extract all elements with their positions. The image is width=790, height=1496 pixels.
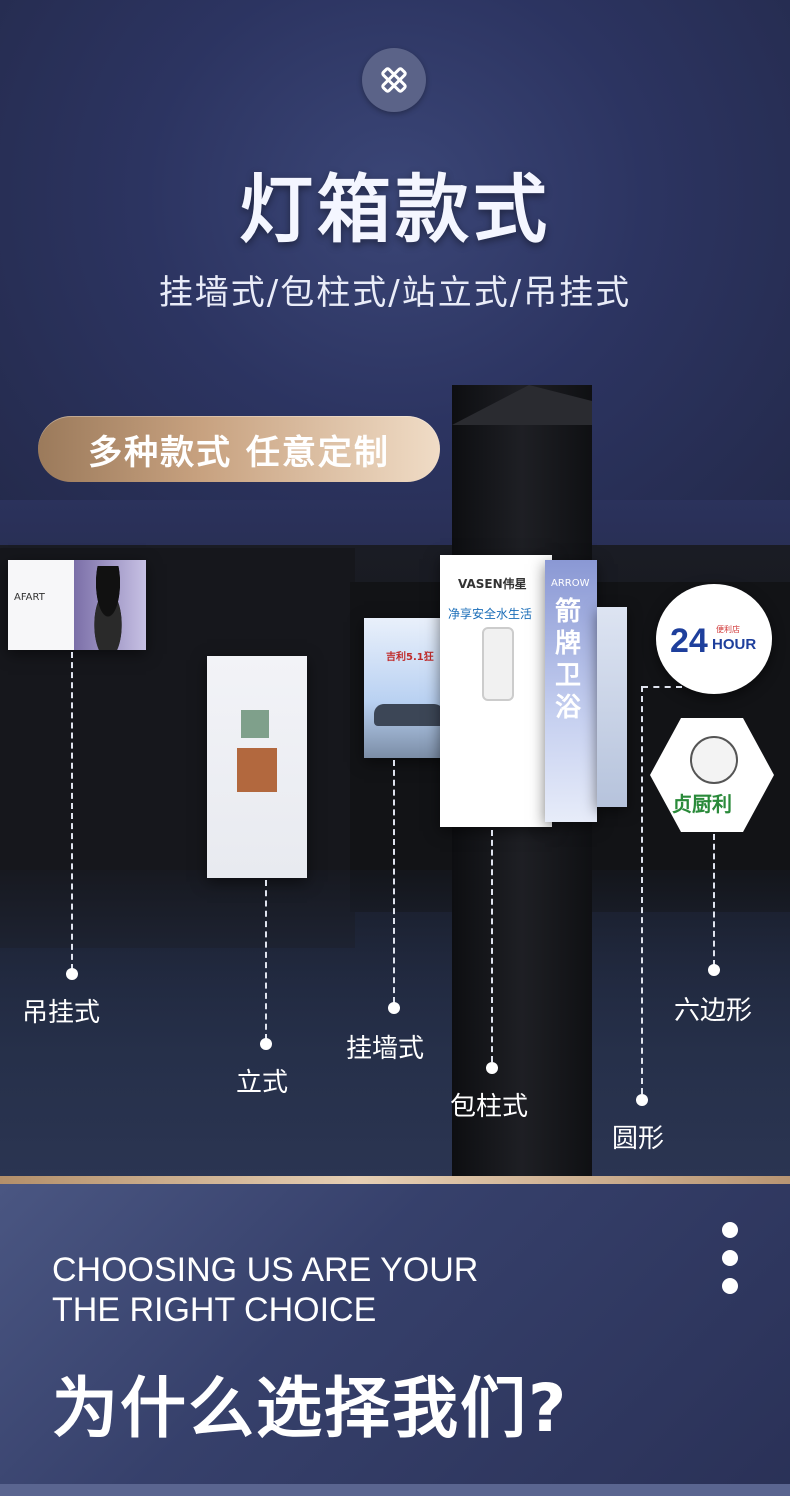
column-brand: VASEN伟星 xyxy=(458,577,527,591)
car-image xyxy=(374,704,444,726)
column-lightbox-front: VASEN伟星 净享安全水生活 xyxy=(440,555,552,827)
callout-dot xyxy=(708,964,720,976)
hanging-lightbox: AFART xyxy=(8,560,146,650)
pencil-ruler-icon xyxy=(362,48,426,112)
section-heading: 为什么选择我们? xyxy=(52,1370,569,1447)
hexagon-lightbox: 贞厨利 xyxy=(650,718,774,832)
callout-line xyxy=(393,760,395,1003)
standing-lightbox xyxy=(207,656,307,878)
callout-line xyxy=(265,880,267,1040)
callout-line xyxy=(713,834,715,966)
chef-mascot-image xyxy=(690,736,738,784)
dot-decoration xyxy=(722,1278,738,1294)
page-title: 灯箱款式 xyxy=(239,167,551,253)
showroom-floor xyxy=(0,870,790,1180)
callout-dot xyxy=(636,1094,648,1106)
column-lightbox-back xyxy=(597,607,627,807)
callout-dot xyxy=(260,1038,272,1050)
callout-dot xyxy=(388,1002,400,1014)
column-lightbox-side: ARROW 箭牌卫浴 xyxy=(545,560,597,822)
callout-line xyxy=(641,686,643,1094)
callout-dot xyxy=(66,968,78,980)
footer-section xyxy=(0,1184,790,1496)
label-column: 包柱式 xyxy=(450,1092,529,1122)
hexagon-brand: 贞厨利 xyxy=(672,792,732,816)
column-slogan: 净享安全水生活 xyxy=(448,607,533,621)
dot-decoration xyxy=(722,1222,738,1238)
hanging-lightbox-brand: AFART xyxy=(14,592,45,603)
circle-unit: HOUR xyxy=(712,636,757,653)
label-wall: 挂墙式 xyxy=(346,1034,425,1064)
wall-lightbox-text: 吉利5.1狂 xyxy=(386,652,434,663)
custom-styles-badge: 多种款式 任意定制 xyxy=(38,416,440,482)
label-hexagon: 六边形 xyxy=(674,996,753,1026)
product-cube-image xyxy=(237,748,277,792)
callout-dot xyxy=(486,1062,498,1074)
english-line-1: CHOOSING US ARE YOUR xyxy=(52,1251,479,1289)
column-side-text: 箭牌卫浴 xyxy=(555,597,582,723)
circle-number: 24 xyxy=(670,622,708,660)
label-hanging: 吊挂式 xyxy=(22,998,101,1028)
gold-divider xyxy=(0,1176,790,1184)
english-line-2: THE RIGHT CHOICE xyxy=(52,1291,377,1329)
page-subtitle: 挂墙式/包柱式/站立式/吊挂式 xyxy=(158,273,632,313)
circle-tag: 便利店 xyxy=(716,625,740,634)
callout-line xyxy=(491,830,493,1062)
column-side-brand: ARROW xyxy=(551,578,590,589)
product-cube-image xyxy=(241,710,269,738)
label-round: 圆形 xyxy=(612,1124,665,1154)
round-lightbox: 24 便利店 HOUR xyxy=(656,584,772,694)
callout-line xyxy=(71,652,73,970)
model-image xyxy=(84,566,132,650)
faucet-image xyxy=(482,627,514,701)
english-tagline: CHOOSING US ARE YOUR THE RIGHT CHOICE xyxy=(52,1250,478,1330)
footer-edge xyxy=(0,1484,790,1496)
callout-line xyxy=(642,686,682,688)
label-standing: 立式 xyxy=(236,1068,289,1098)
dot-decoration xyxy=(722,1250,738,1266)
